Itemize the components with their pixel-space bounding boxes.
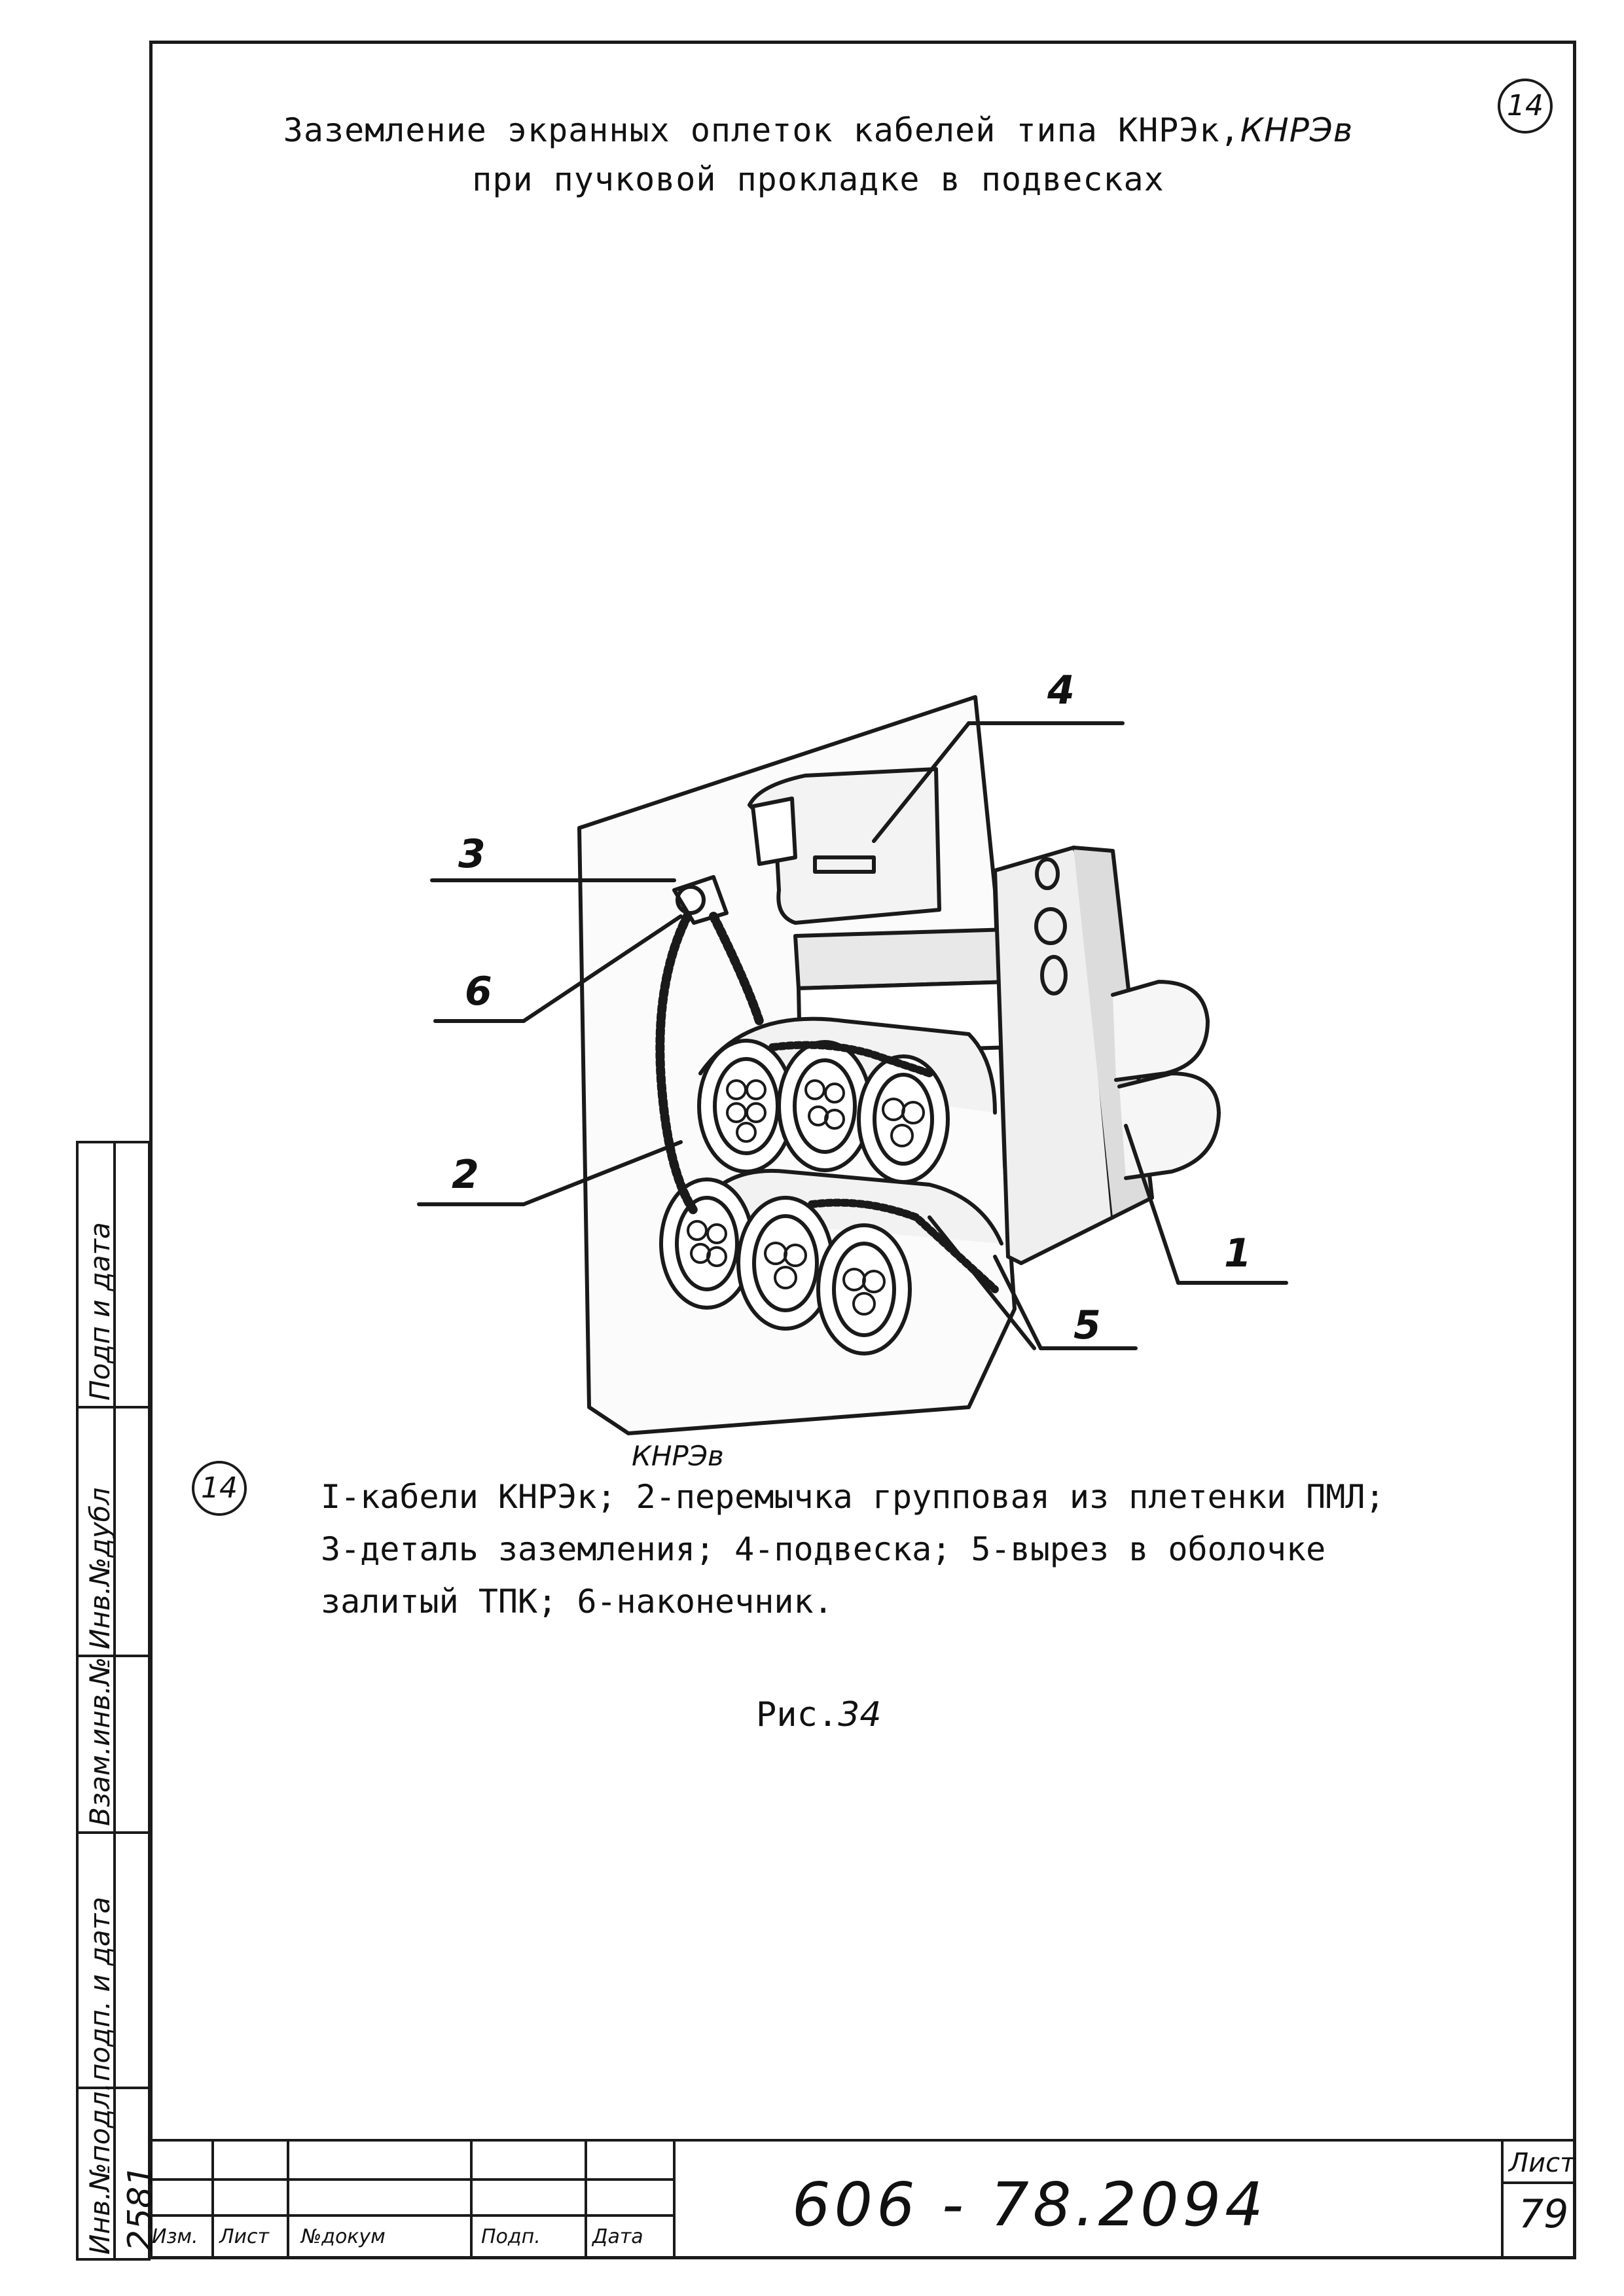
tb-data: Дата xyxy=(592,2225,643,2248)
tb-list: Лист xyxy=(219,2225,270,2248)
side-vzam-inv: Взам.инв.№ xyxy=(84,1657,116,1826)
side-podp-data-top: Подп и дата xyxy=(84,1222,116,1401)
title-handwritten: КНРЭв xyxy=(1240,111,1354,149)
document-number: 606 - 78.2094 xyxy=(792,2170,1267,2240)
tb-izm: Изм. xyxy=(152,2225,198,2248)
tb-sheet-label: Лист xyxy=(1509,2148,1576,2178)
tb-podp: Подп. xyxy=(481,2225,541,2248)
legend-line-1: I-кабели КНРЭк; 2-перемычка групповая из… xyxy=(321,1478,1385,1516)
drawing-frame xyxy=(149,41,1576,2259)
legend-line-2: 3-деталь заземления; 4-подвеска; 5-вырез… xyxy=(321,1530,1326,1568)
document-title-line2: при пучковой прокладке в подвесках xyxy=(472,160,1164,198)
page-number-circle: 14 xyxy=(1498,79,1553,134)
callout-4: 4 xyxy=(1047,668,1075,713)
callout-6: 6 xyxy=(465,969,492,1014)
figure-label: Рис.34 xyxy=(756,1695,881,1734)
tb-doc-no: №докум xyxy=(301,2225,386,2248)
legend-line-3: залитый ТПК; 6-наконечник. xyxy=(321,1583,833,1621)
figure-label-text: Рис. xyxy=(756,1695,839,1734)
title-typed: Заземление экранных оплеток кабелей типа… xyxy=(283,111,1240,149)
page-number: 14 xyxy=(1507,89,1543,122)
callout-5: 5 xyxy=(1074,1302,1101,1348)
tb-sheet-number: 79 xyxy=(1519,2191,1569,2237)
figure-number: 34 xyxy=(838,1695,882,1734)
revision-mark-circle: 14 xyxy=(192,1461,247,1516)
callout-2: 2 xyxy=(452,1152,479,1198)
side-inv-dubl: Инв.№дубл xyxy=(84,1487,116,1649)
handwritten-note: КНРЭв xyxy=(632,1440,724,1472)
revision-mark: 14 xyxy=(201,1471,238,1505)
callout-1: 1 xyxy=(1224,1230,1252,1276)
side-inv-podl: Инв.№подл. xyxy=(84,2082,116,2255)
side-podp-data: подп. и дата xyxy=(84,1897,116,2081)
callout-3: 3 xyxy=(458,831,486,877)
document-title-line1: Заземление экранных оплеток кабелей типа… xyxy=(196,111,1440,149)
